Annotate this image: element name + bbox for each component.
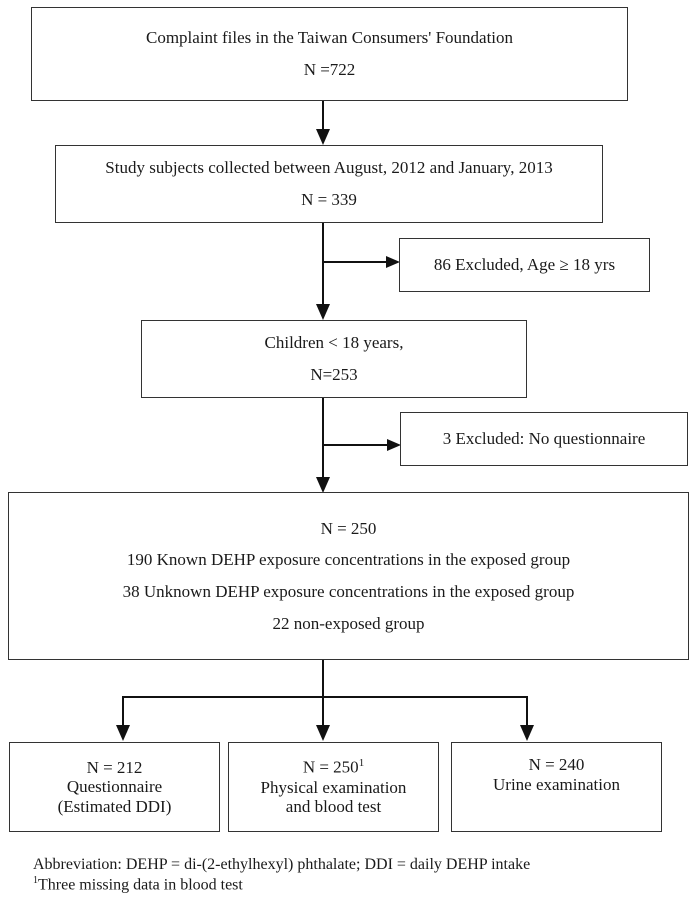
outcome1-line1: Questionnaire [66,777,163,797]
box1-n: N =722 [303,60,356,79]
connector-exclusion-1 [323,261,387,263]
connector-4-branch [322,660,324,726]
outcome2-line2: and blood test [285,797,382,817]
box1-title: Complaint files in the Taiwan Consumers'… [145,28,514,48]
outcome2-n: N = 2501 [302,757,365,777]
outcome3-n: N = 240 [528,755,585,774]
missing-data-note: 1Three missing data in blood test [33,875,243,894]
box2-title: Study subjects collected between August,… [105,158,553,178]
branch-right [526,696,528,726]
box4-known: 190 Known DEHP exposure concentrations i… [126,550,571,570]
box-urine-exam: N = 240 Urine examination [451,742,662,832]
outcome2-line1: Physical examination [260,777,407,797]
arrow-down-icon [316,725,330,741]
box4-unknown: 38 Unknown DEHP exposure concentrations … [122,582,575,601]
box2-n: N = 339 [301,190,357,209]
box-exclusion-age: 86 Excluded, Age ≥ 18 yrs [399,238,650,292]
arrow-right-icon [386,256,400,268]
box-complaint-files: Complaint files in the Taiwan Consumers'… [31,7,628,101]
box-study-subjects: Study subjects collected between August,… [55,145,603,223]
exclusion1-text: 86 Excluded, Age ≥ 18 yrs [433,255,616,275]
box4-nonexposed: 22 non-exposed group [272,613,425,633]
connector-2-3 [322,223,324,305]
box-final-sample: N = 250 190 Known DEHP exposure concentr… [8,492,689,660]
box-physical-exam: N = 2501 Physical examination and blood … [228,742,439,832]
box3-title: Children < 18 years, [264,333,404,353]
connector-exclusion-2 [323,444,388,446]
connector-1-2 [322,101,324,131]
outcome1-n: N = 212 [86,757,143,777]
box4-n: N = 250 [320,518,377,538]
branch-left [122,696,124,726]
arrow-down-icon [316,304,330,320]
exclusion2-text: 3 Excluded: No questionnaire [442,429,646,449]
footnote-marker: 1 [358,757,365,770]
box3-n: N=253 [310,365,358,384]
outcome3-line1: Urine examination [493,774,620,794]
outcome1-line2: (Estimated DDI) [57,796,172,816]
footnote-marker: 1 [33,875,38,886]
branch-line [122,696,528,698]
connector-3-4 [322,398,324,478]
box-children: Children < 18 years, N=253 [141,320,527,398]
arrow-down-icon [316,129,330,145]
box-exclusion-questionnaire: 3 Excluded: No questionnaire [400,412,688,466]
abbreviation-note: Abbreviation: DEHP = di-(2-ethylhexyl) p… [33,856,531,873]
arrow-down-icon [316,477,330,493]
box-questionnaire: N = 212 Questionnaire (Estimated DDI) [9,742,220,832]
arrow-down-icon [520,725,534,741]
arrow-right-icon [387,439,401,451]
arrow-down-icon [116,725,130,741]
